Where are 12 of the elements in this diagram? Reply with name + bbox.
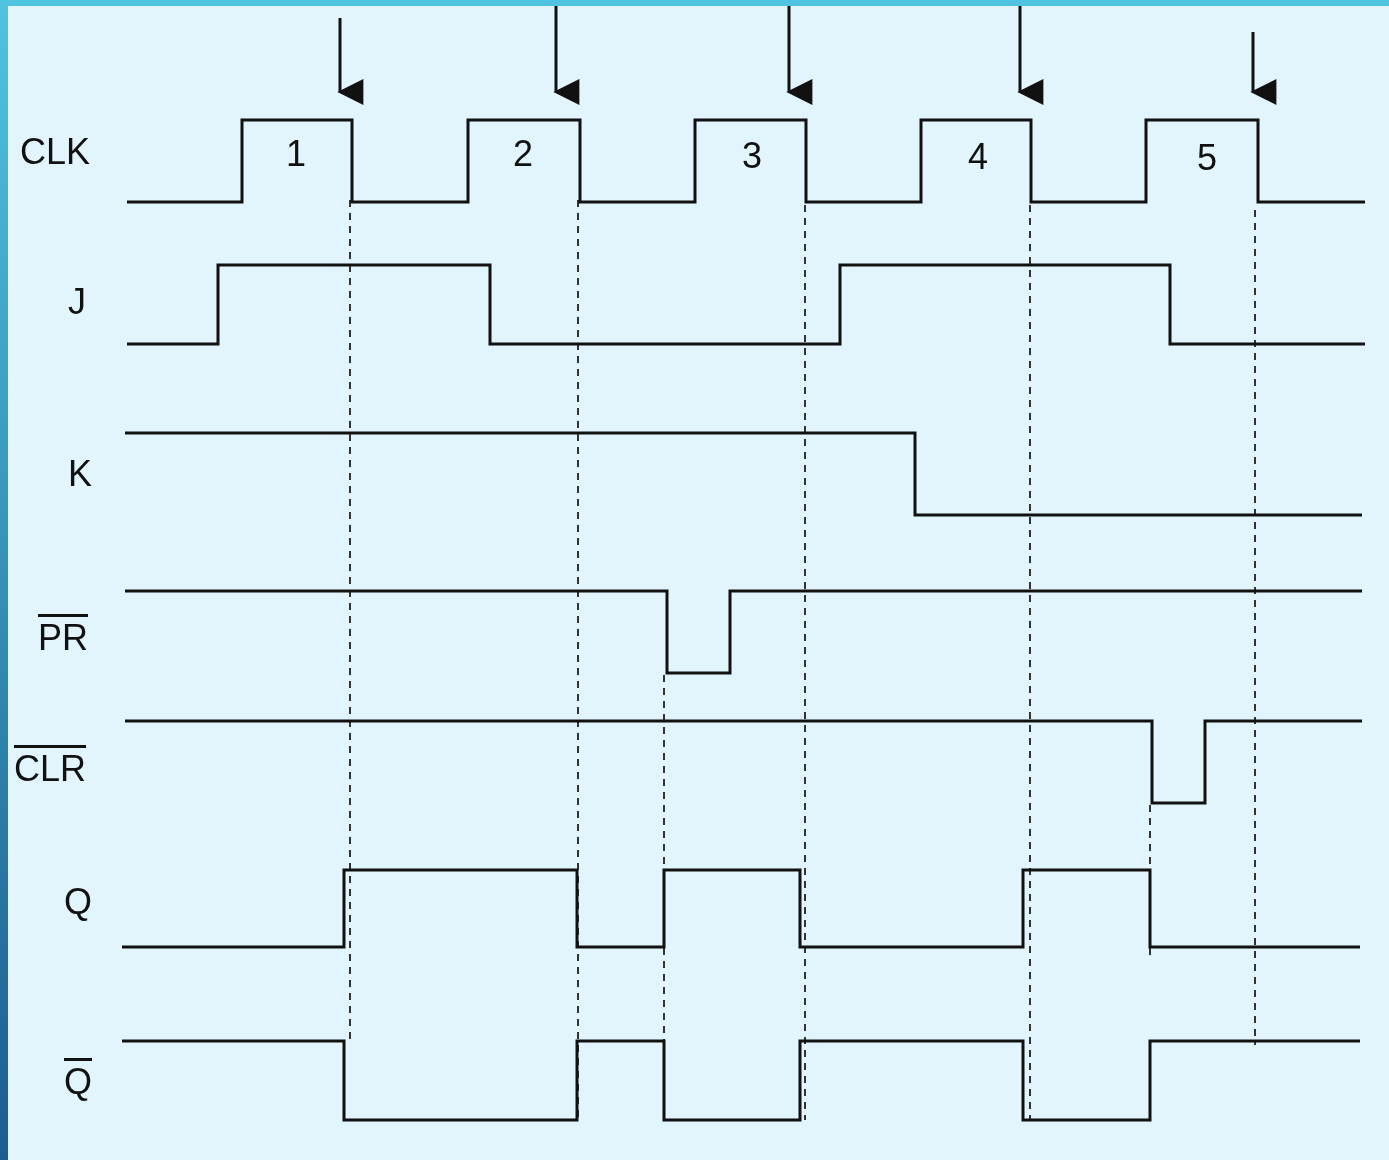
pulse-number: 3	[742, 138, 763, 174]
signal-label: Q	[64, 1064, 92, 1100]
pulse-number: 4	[968, 139, 989, 175]
signal-label: CLR	[14, 751, 87, 787]
signal-label: Q	[64, 884, 92, 920]
signal-label: J	[68, 284, 86, 320]
signal-label: PR	[38, 620, 88, 656]
pulse-number: 1	[286, 136, 307, 172]
signal-label: CLK	[20, 134, 91, 170]
pulse-number: 2	[513, 136, 534, 172]
pulse-number: 5	[1197, 140, 1218, 176]
signal-label: K	[68, 456, 92, 492]
